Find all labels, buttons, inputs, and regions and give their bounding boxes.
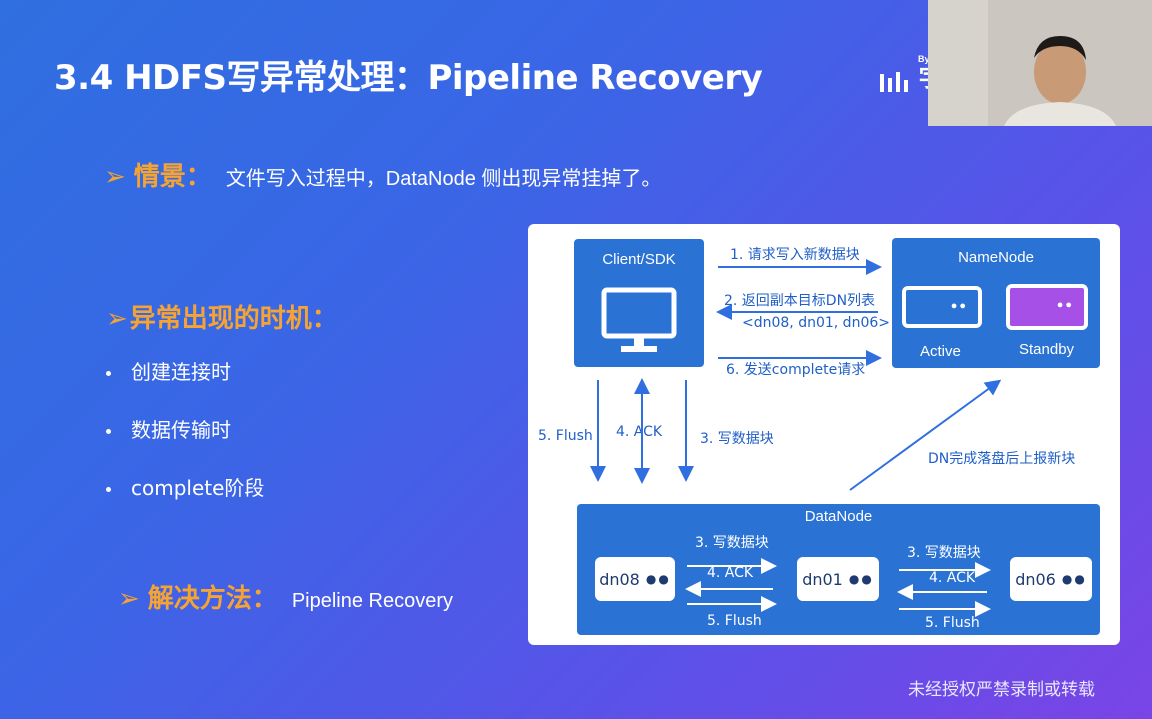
- namenode-box: NameNode ●● ●● Active Standby: [892, 238, 1100, 368]
- client-box: Client/SDK: [574, 239, 704, 367]
- pipe2-flush-label: 5. Flush: [925, 615, 980, 631]
- pipe2-write-label: 3. 写数据块: [907, 545, 981, 561]
- list-item: complete阶段: [106, 472, 264, 501]
- client-label: Client/SDK: [602, 251, 676, 268]
- dn-node: dn01 ●●: [797, 557, 879, 601]
- dn-node-label: dn01: [802, 569, 843, 589]
- pipe1-write-label: 3. 写数据块: [695, 535, 769, 551]
- dn-node: dn08 ●●: [595, 557, 675, 601]
- dots-icon: ●●: [1061, 572, 1087, 586]
- bullet-dot-icon: [106, 487, 111, 492]
- flush-label: 5. Flush: [538, 428, 593, 444]
- dots-icon: ●●: [645, 572, 671, 586]
- arrow1-label: 1. 请求写入新数据块: [730, 247, 860, 263]
- scenario-label: 情景：: [133, 162, 212, 192]
- pipeline-arrows: [685, 558, 991, 617]
- scenario-row: ➢情景： 文件写入过程中，DataNode 侧出现异常挂掉了。: [104, 156, 661, 193]
- pipe1-flush-label: 5. Flush: [707, 613, 762, 629]
- namenode-label: NameNode: [958, 249, 1034, 266]
- arrow-bullet-icon: ➢: [106, 304, 128, 334]
- webcam-video: [928, 0, 1152, 126]
- dn-node-label: dn08: [599, 569, 640, 589]
- arrow2-sub-label: <dn08, dn01, dn06>: [742, 315, 890, 331]
- watermark: 未经授权严禁录制或转载: [908, 680, 1095, 700]
- arrow6-label: 6. 发送complete请求: [726, 362, 866, 378]
- bullet-dot-icon: [106, 429, 111, 434]
- solution-row: ➢解决方法： Pipeline Recovery: [118, 578, 453, 615]
- list-item: 数据传输时: [106, 414, 231, 443]
- write-label: 3. 写数据块: [700, 431, 774, 447]
- active-server-icon: ●●: [902, 286, 982, 328]
- pipe1-ack-label: 4. ACK: [707, 565, 754, 581]
- monitor-icon: [601, 287, 677, 352]
- datanode-label: DataNode: [804, 508, 873, 525]
- arrow2-label: 2. 返回副本目标DN列表: [724, 293, 876, 309]
- pipe2-ack-label: 4. ACK: [929, 570, 976, 586]
- bullet-dot-icon: [106, 371, 111, 376]
- list-item-text: 创建连接时: [131, 360, 231, 384]
- solution-text: Pipeline Recovery: [291, 590, 454, 612]
- arrow-bullet-icon: ➢: [118, 584, 140, 614]
- list-item-text: 数据传输时: [131, 418, 231, 442]
- dn-node: dn06 ●●: [1010, 557, 1092, 601]
- list-item: 创建连接时: [106, 356, 231, 385]
- timing-label: 异常出现的时机：: [129, 304, 338, 334]
- arrow-bullet-icon: ➢: [104, 162, 126, 192]
- solution-label: 解决方法：: [147, 584, 278, 614]
- report-label: DN完成落盘后上报新块: [928, 451, 1076, 467]
- pipeline-diagram: Client/SDK NameNode ●● ●● Active Standby…: [528, 224, 1120, 645]
- dots-icon: ●●: [848, 572, 874, 586]
- datanode-box: DataNode dn08 ●● dn01 ●● dn06 ●● 3. 写数据块 4.…: [577, 504, 1100, 635]
- scenario-text: 文件写入过程中，DataNode 侧出现异常挂掉了。: [225, 168, 662, 190]
- slide-title: 3.4 HDFS写异常处理：Pipeline Recovery: [54, 58, 763, 98]
- active-label: Active: [920, 343, 961, 360]
- standby-label: Standby: [1019, 341, 1075, 358]
- dn-node-label: dn06: [1015, 569, 1056, 589]
- list-item-text: complete阶段: [131, 476, 265, 500]
- logo-by-text: By: [918, 54, 930, 64]
- timing-heading: ➢异常出现的时机：: [106, 298, 338, 335]
- standby-server-icon: ●●: [1006, 284, 1088, 330]
- ack-label: 4. ACK: [616, 424, 663, 440]
- diagram-arrows: [590, 259, 1002, 491]
